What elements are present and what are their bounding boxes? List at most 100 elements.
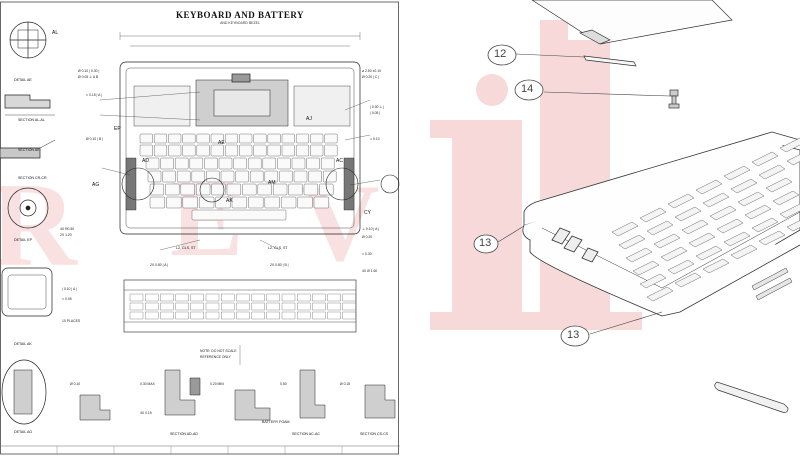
side-view-cells [129,293,356,320]
key-outline [277,157,291,170]
svg-text:REFERENCE ONLY: REFERENCE ONLY [200,355,232,359]
key-outline [226,183,241,196]
key-outline [313,196,329,209]
key-outline [296,133,309,144]
side-view-cell [160,311,174,320]
spacebar-outline [191,209,287,221]
side-vents [751,267,793,301]
side-view-cell [236,293,250,302]
svg-text:4X R0.50: 4X R0.50 [60,227,74,231]
keyboard-key-grid [139,133,338,221]
key-outline [206,170,220,183]
side-view-cell [342,311,356,320]
panel-divider [400,0,412,457]
section-cs-label: SECTION CS-CS [360,432,389,436]
side-view-cell [297,293,311,302]
key-outline [162,170,176,183]
iso-key [730,178,758,194]
key-outline [196,144,210,157]
iso-key [779,203,800,219]
key-outline [288,183,303,196]
svg-text:0.20 MIN: 0.20 MIN [210,382,224,386]
drawing-subtitle: AND KEYBOARD BEZEL [220,21,260,25]
detail-ep-label: DETAIL EP [14,238,32,242]
key-outline [182,144,196,157]
callout-circles [473,44,590,347]
key-outline [235,170,249,183]
view-ep-label: EP [114,126,121,132]
view-circles [121,167,400,203]
side-view-cell [281,293,296,302]
key-outline [279,170,293,183]
key-outline [308,170,322,183]
iso-key [786,154,800,166]
dimension-text-blocks: Ø 0.10 | 0.30 | Ø 0.05 ⊥ A B □ 0.15 | A … [60,69,384,415]
key-outline [196,183,211,196]
key-outline [145,157,160,170]
drawing-title: KEYBOARD AND BATTERY [175,10,305,20]
pattern-note-a: L2, CLS, ST [176,246,196,250]
key-outline [324,144,338,157]
iso-key [646,286,674,302]
svg-text:| 0.05 |: | 0.05 | [370,111,380,115]
iso-key [751,217,779,233]
exploded-canvas [430,0,800,413]
iso-key [702,258,730,274]
key-outline [324,133,338,144]
key-outline [310,144,324,157]
svg-text:10 PLACES: 10 PLACES [62,319,81,323]
svg-text:□ 0.10: □ 0.10 [370,137,380,141]
side-view-cell [251,311,265,320]
side-view-cell [342,302,356,311]
key-outline [166,196,182,209]
svg-text:| 0.10 | A |: | 0.10 | A | [62,287,77,291]
key-outline [210,144,224,157]
section-cr-label: SECTION CR-CR [18,176,47,180]
key-outline [242,183,257,196]
svg-text:NOTE: DO NOT SCALE: NOTE: DO NOT SCALE [200,349,237,353]
iso-key [695,245,723,261]
key-outline [147,170,162,183]
view-aj-label: AJ [306,116,312,122]
side-view-cell [312,293,326,302]
svg-text:4X 0.15: 4X 0.15 [140,411,152,415]
side-view-cell [266,311,280,320]
iso-key [779,137,800,153]
iso-key [772,190,800,206]
side-view-cell [236,311,250,320]
iso-key [660,246,688,262]
side-view-cell [327,311,341,320]
detail-ak-label: DETAIL AK [14,342,32,346]
key-outline [165,183,180,196]
svg-text:0.50: 0.50 [280,382,287,386]
key-outline [281,133,295,144]
key-outline [149,196,165,209]
key-outline [291,157,306,170]
view-am-label: AM [268,180,276,186]
iso-key [751,151,779,167]
detail-ae-label: DETAIL AE [14,78,32,82]
key-outline [250,170,264,183]
key-outline [175,157,189,170]
side-view-cell [129,293,144,302]
side-view-cell [281,311,296,320]
exploded-view: 12 14 13 13 [412,0,800,457]
svg-text:Ø 0.05 ⊥ A B: Ø 0.05 ⊥ A B [78,75,99,79]
side-view-cell [312,302,326,311]
iso-key [744,204,772,220]
iso-key [681,219,709,235]
section-ad-label: SECTION AD-AD [170,432,198,436]
view-ak-label: AK [226,198,233,204]
side-view-cell [205,293,220,302]
iso-key [618,234,646,250]
iso-key [639,273,667,289]
side-view-cell [190,302,204,311]
key-outline [196,133,210,144]
side-view-cell [312,311,326,320]
key-outline [225,144,238,157]
iso-key [674,272,702,288]
iso-key [730,244,758,260]
iso-key-grid [611,137,800,302]
key-outline [296,144,309,157]
key-outline [248,196,264,209]
